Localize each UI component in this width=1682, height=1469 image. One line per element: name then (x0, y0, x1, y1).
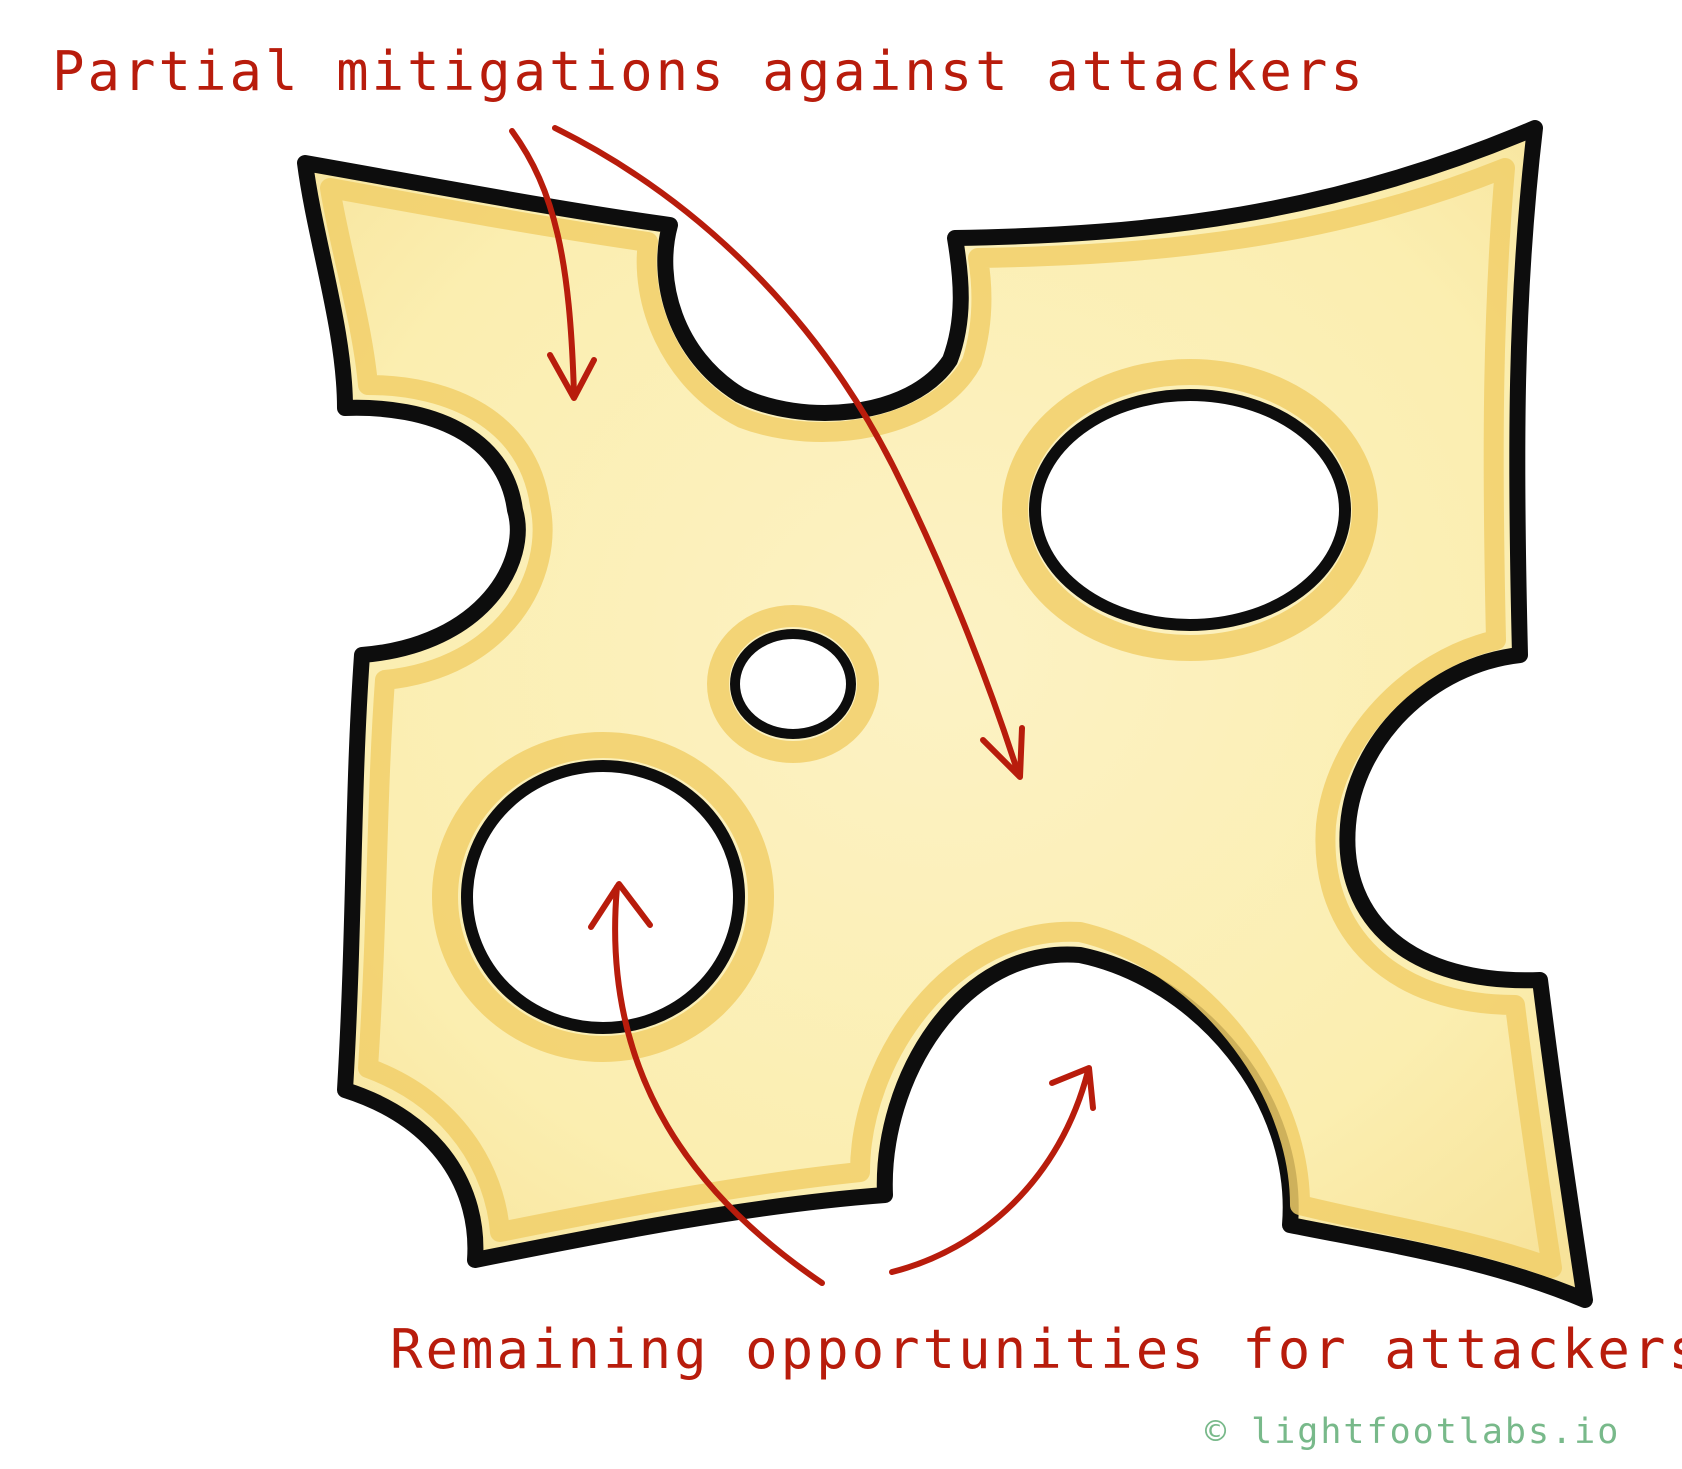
arrow-icon (509, 125, 1096, 1286)
credit-link[interactable]: © lightfootlabs.io (1205, 1412, 1621, 1452)
bottom-annotation: Remaining opportunities for attackers (390, 1318, 1682, 1381)
top-annotation: Partial mitigations against attackers (52, 40, 1366, 103)
swiss-cheese-slice-icon (297, 120, 1593, 1308)
